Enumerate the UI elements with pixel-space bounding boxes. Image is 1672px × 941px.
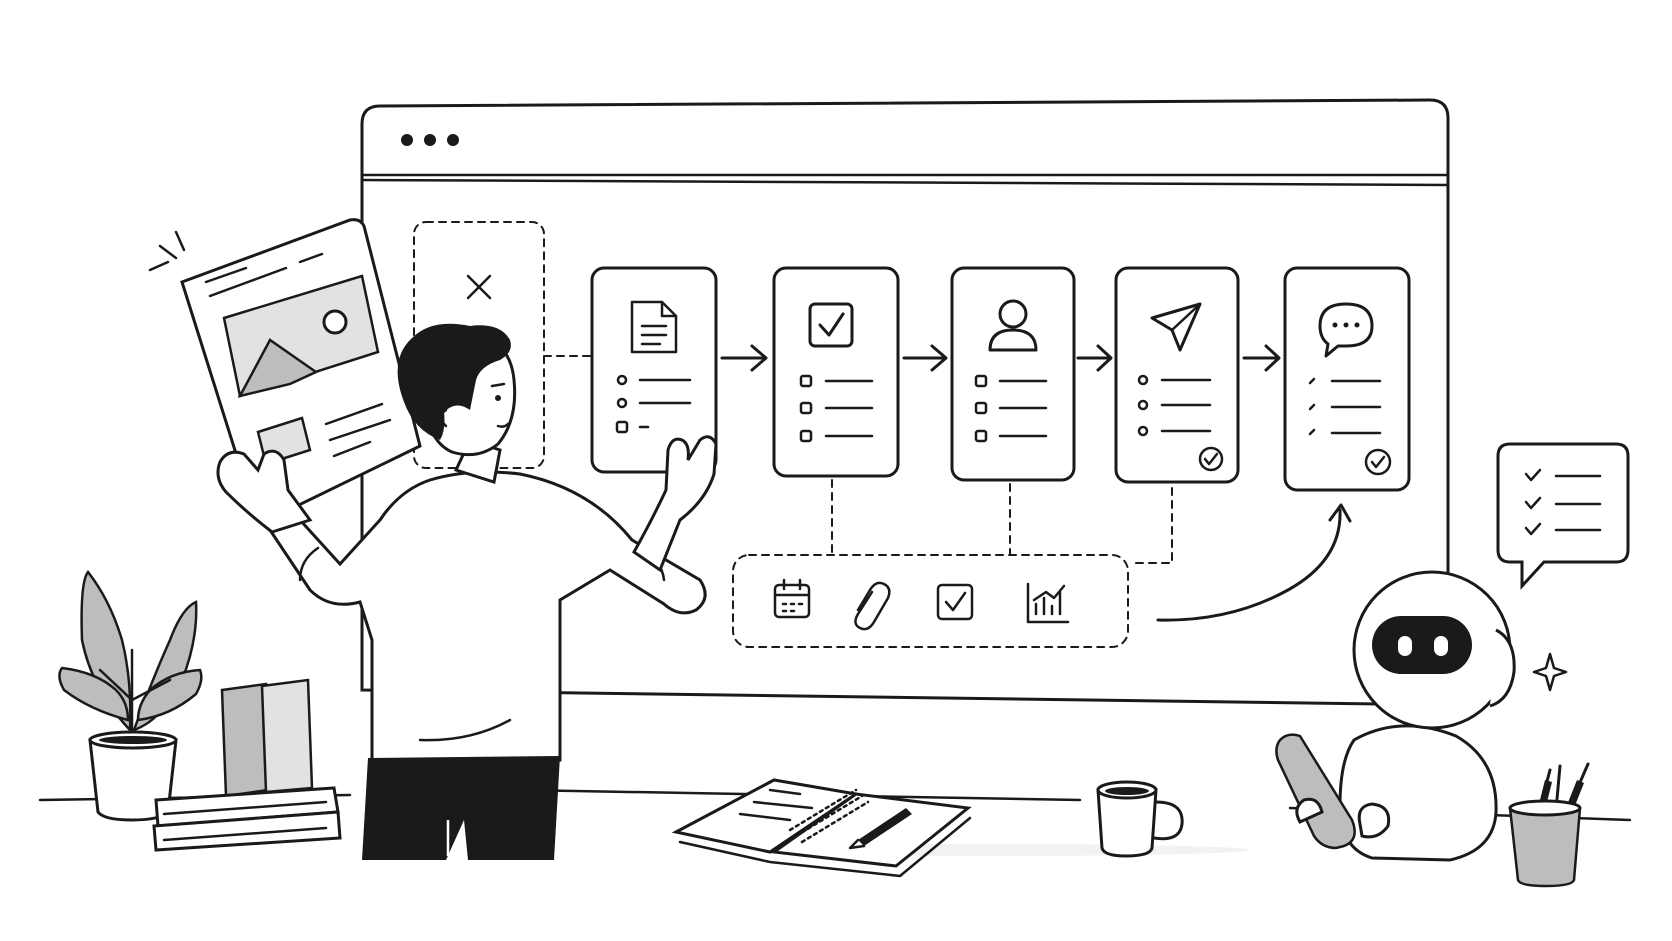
card-list [974, 374, 1048, 443]
window-control-dot[interactable] [447, 134, 459, 146]
window-controls[interactable] [401, 134, 459, 146]
mouth [496, 422, 510, 428]
paperclip-icon[interactable] [854, 581, 891, 631]
tablet[interactable] [148, 218, 422, 523]
tablet-header-lines [204, 252, 324, 298]
window-control-dot[interactable] [424, 134, 436, 146]
return-arrow [1156, 508, 1342, 622]
tools-toolbar-outline [732, 554, 1129, 648]
sleeve-cuff [298, 546, 320, 582]
stem [98, 648, 172, 742]
card-connectors [831, 479, 1173, 564]
image-icon [222, 274, 380, 398]
robot-eye [1398, 636, 1412, 656]
close-icon[interactable] [466, 274, 492, 300]
pants [362, 756, 560, 860]
pot-soil [99, 736, 167, 744]
bar-chart-icon[interactable] [1026, 582, 1070, 624]
pencil-cup [1508, 762, 1590, 888]
card-list [1308, 377, 1382, 436]
potted-plant [58, 569, 203, 822]
coffee-mug [1096, 780, 1184, 858]
robot-body [1338, 724, 1498, 862]
document-icon [630, 300, 678, 354]
shirt-fold [418, 718, 512, 742]
hair [397, 323, 511, 440]
pencil [1567, 780, 1584, 808]
notebook-spiral [788, 788, 870, 844]
notebook-lines [738, 788, 814, 822]
checklist-bubble [1496, 442, 1630, 590]
workflow-card[interactable] [1283, 266, 1411, 492]
robot-ear [1489, 628, 1516, 708]
check-circle-icon [1364, 448, 1392, 476]
eyebrow [490, 382, 506, 388]
cup [1508, 806, 1582, 888]
calendar-icon[interactable] [773, 578, 811, 619]
check-circle-icon [1198, 446, 1224, 472]
window-control-dot[interactable] [401, 134, 413, 146]
flow-arrow [1076, 344, 1113, 372]
robot-hand [1295, 797, 1324, 824]
pen-tip [848, 838, 866, 850]
window-titlebar-divider-2 [360, 178, 1450, 187]
book-stack [152, 810, 342, 852]
paper-plane-icon [1150, 302, 1202, 352]
workflow-card[interactable] [772, 266, 900, 478]
sparkle-icon [1532, 652, 1568, 692]
robot-visor [1372, 616, 1472, 674]
person [216, 323, 718, 860]
workflow-card[interactable] [590, 266, 718, 474]
sparkle-lines [148, 230, 186, 272]
notebook-right-page [769, 792, 972, 868]
mug-handle [1152, 800, 1184, 841]
notebook-edge [678, 816, 972, 878]
cup-rim [1508, 799, 1582, 817]
user-icon [988, 299, 1038, 352]
book-pages [162, 800, 328, 842]
checkbox-icon [808, 302, 854, 348]
workflow-card[interactable] [950, 266, 1076, 482]
mug-coffee [1105, 787, 1149, 795]
leaf [58, 666, 130, 722]
right-hand [632, 435, 718, 573]
mug-body [1096, 788, 1158, 858]
card-list [615, 374, 692, 434]
flow-arrow [902, 344, 948, 372]
flow-arrow [1242, 344, 1281, 372]
leaf [136, 668, 203, 722]
books [152, 678, 342, 852]
book-standing [260, 678, 314, 794]
pencil [1539, 780, 1552, 806]
return-arrow-head [1328, 503, 1352, 523]
workflow-steps [590, 266, 1411, 492]
workflow-card[interactable] [1114, 266, 1240, 484]
tablet-text-lines [324, 402, 392, 458]
card-list [799, 374, 874, 443]
left-hand [216, 449, 313, 534]
tools-toolbar [732, 554, 1129, 648]
robot-assistant [1275, 570, 1516, 862]
ear [439, 408, 448, 428]
notebook [671, 778, 972, 878]
pen [858, 808, 912, 846]
flow-arrow [720, 344, 768, 372]
card-list [1137, 374, 1212, 437]
robot-eye [1434, 636, 1448, 656]
chat-bubble-icon [1318, 302, 1374, 358]
book-standing [220, 682, 270, 798]
eye [495, 395, 501, 401]
robot-tablet [1275, 733, 1356, 850]
robot-hand [1357, 802, 1391, 839]
checkbox-icon[interactable] [936, 583, 974, 621]
